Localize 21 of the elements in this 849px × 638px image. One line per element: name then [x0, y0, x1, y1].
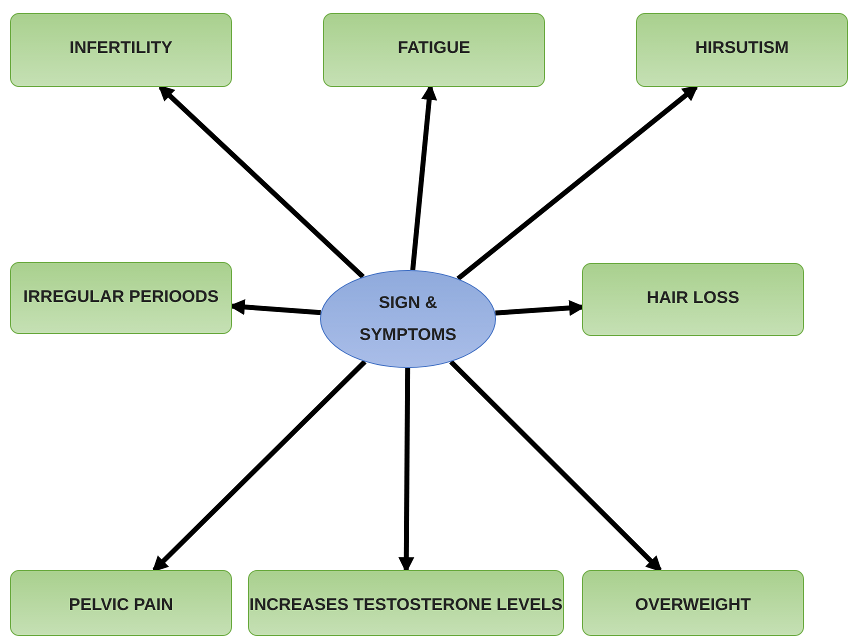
symptom-box	[10, 13, 232, 87]
arrow	[152, 360, 367, 572]
node-label: IRREGULAR PERIOODS	[22, 286, 220, 308]
node-label: FATIGUE	[396, 37, 472, 59]
node-label: OVERWEIGHT	[634, 594, 752, 616]
symptom-box	[10, 570, 232, 636]
node-label: HAIR LOSS	[646, 287, 740, 309]
arrow	[456, 85, 699, 281]
symptom-box	[582, 570, 804, 636]
node-label: INCREASES TESTOSTERONE LEVELS	[249, 594, 563, 616]
node-label: SIGN & SYMPTOMS	[358, 292, 458, 346]
symptom-box	[636, 13, 848, 87]
node-label: PELVIC PAIN	[68, 594, 174, 616]
arrow	[449, 360, 662, 572]
symptom-box	[248, 570, 564, 636]
symptom-box	[582, 263, 804, 336]
symptom-box	[323, 13, 545, 87]
arrow	[158, 84, 365, 279]
symptom-box	[10, 262, 232, 334]
node-label: INFERTILITY	[68, 37, 174, 59]
node-label: HIRSUTISM	[694, 37, 790, 59]
